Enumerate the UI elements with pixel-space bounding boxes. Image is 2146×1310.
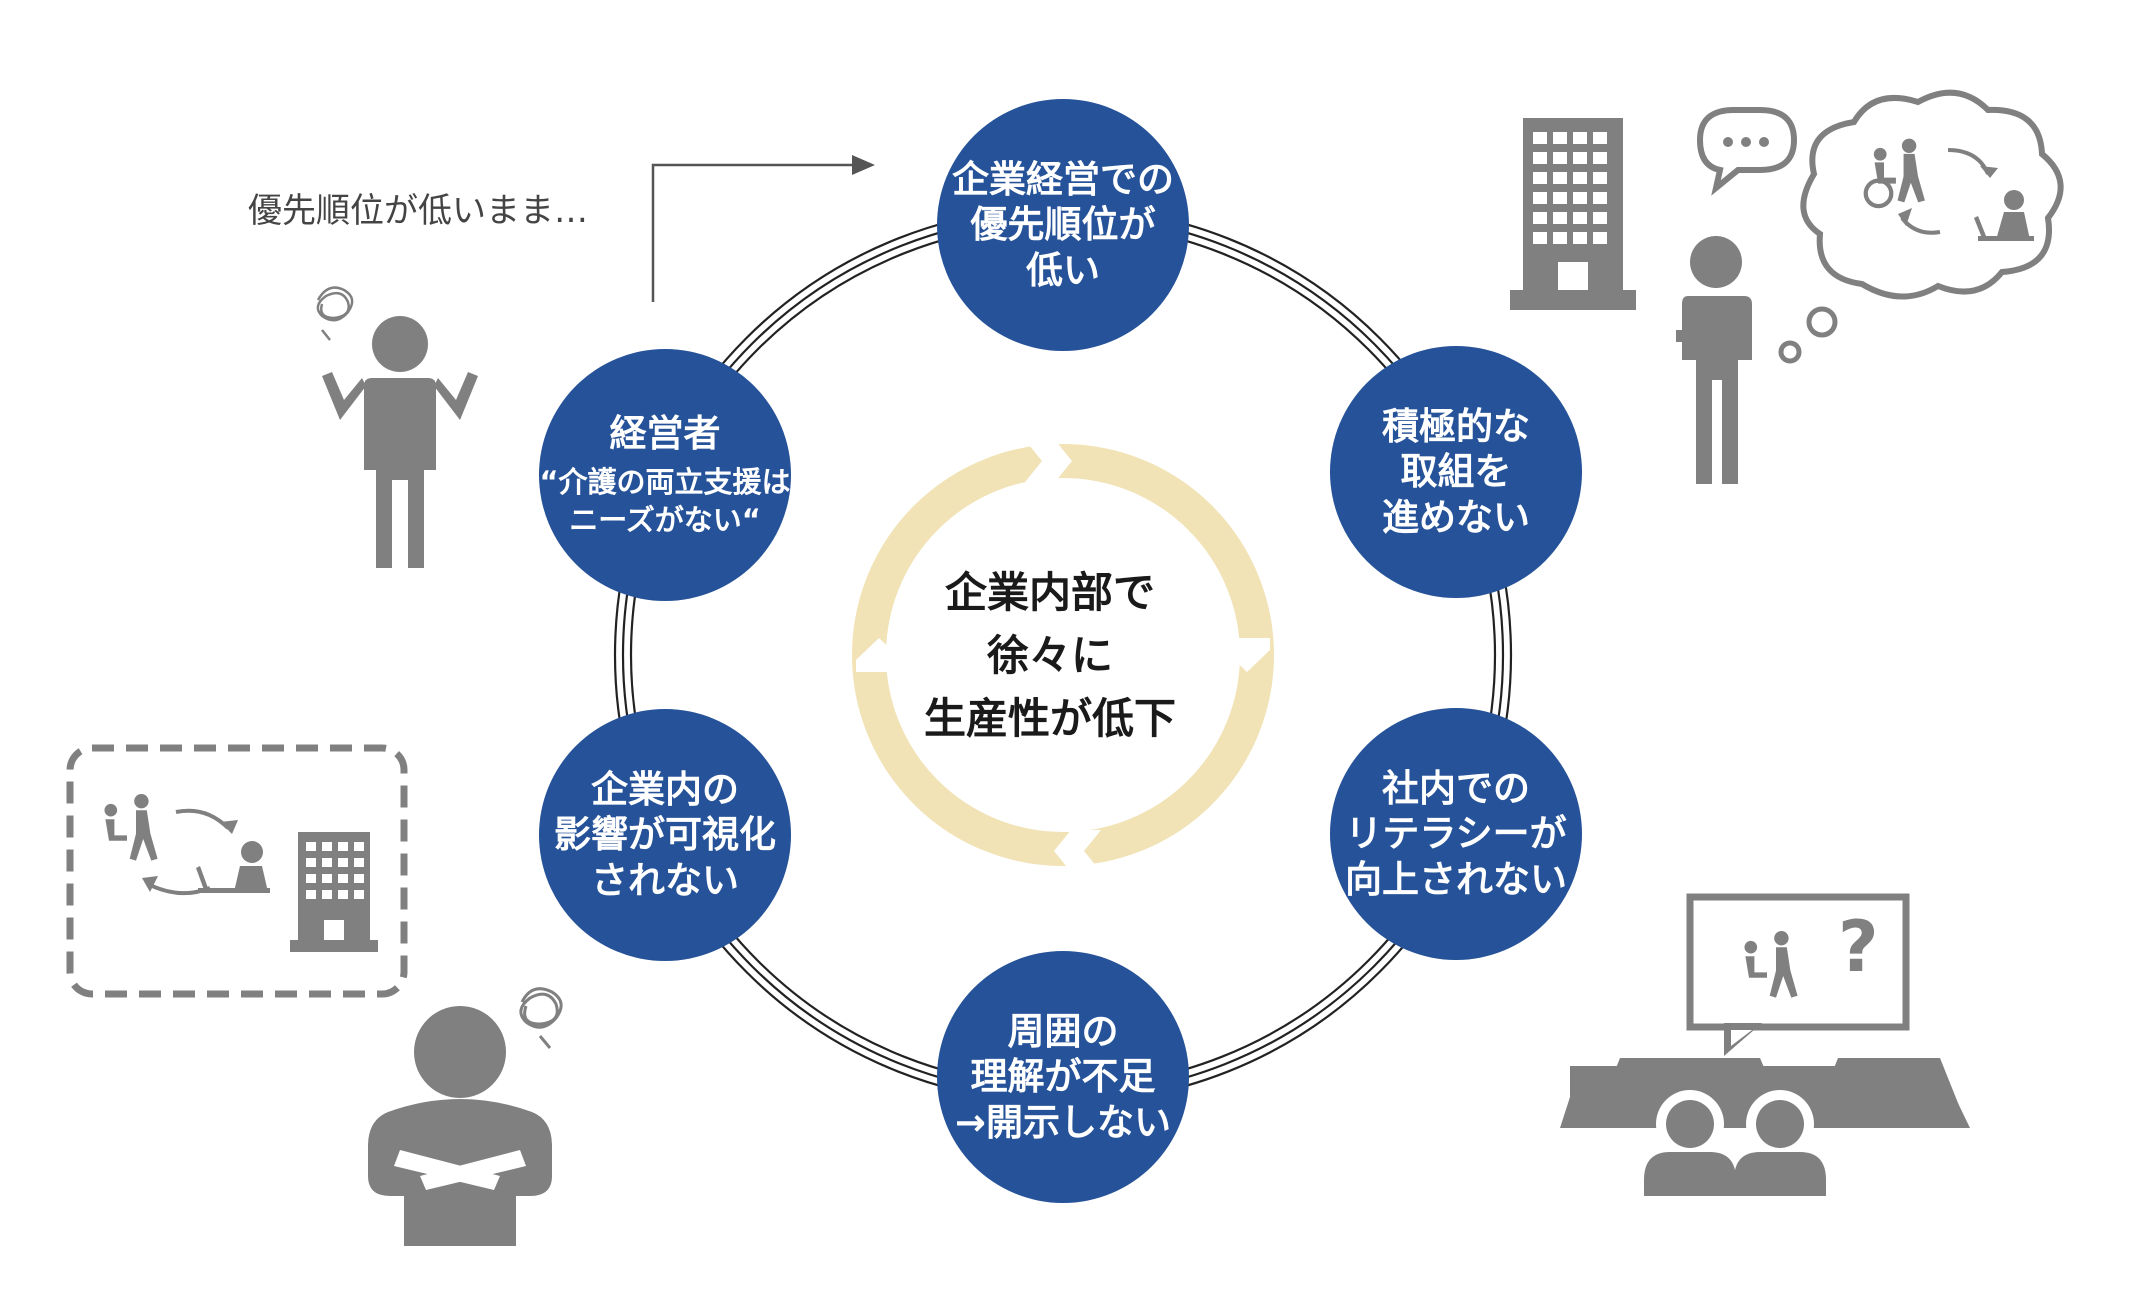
node-line: 取組を bbox=[1400, 450, 1512, 494]
center-line-3: 生産性が低下 bbox=[923, 693, 1176, 743]
center-text: 企業内部で 徐々に 生産性が低下 bbox=[900, 550, 1200, 760]
node-top-right: 積極的な 取組を 進めない bbox=[1330, 346, 1582, 598]
question-mark: ? bbox=[1838, 906, 1879, 988]
office-building-icon bbox=[1510, 118, 1636, 310]
node-bottom: 周囲の 理解が不足 →開示しない bbox=[937, 951, 1189, 1203]
presentation-screen bbox=[1686, 893, 1910, 1056]
priority-arrow bbox=[651, 155, 875, 302]
node-line: 影響が可視化 bbox=[554, 813, 776, 857]
thinking-person-icon bbox=[1676, 236, 1752, 484]
node-line: 積極的な bbox=[1382, 405, 1530, 449]
node-circle-top-left bbox=[539, 349, 791, 601]
node-line: されない bbox=[591, 858, 739, 902]
office-building-icon bbox=[290, 832, 378, 952]
node-line: 進めない bbox=[1382, 495, 1530, 539]
audience-icon bbox=[1560, 1058, 1970, 1196]
cycle-ring bbox=[852, 440, 1274, 872]
node-circle-top bbox=[937, 99, 1189, 351]
person-shrug-icon bbox=[322, 316, 478, 568]
node-circle-bottom-right bbox=[1330, 708, 1582, 960]
caregiving-icon bbox=[95, 794, 158, 866]
node-line: 周囲の bbox=[1007, 1010, 1119, 1054]
node-line: 企業内の bbox=[591, 768, 739, 812]
node-line: 社内での bbox=[1382, 767, 1530, 811]
node-line: リテラシーが bbox=[1345, 812, 1567, 856]
node-circle-bottom bbox=[937, 951, 1189, 1203]
node-top-left: 経営者 “介護の両立支援は ニーズがない“ bbox=[539, 349, 791, 601]
node-line: →開示しない bbox=[954, 1100, 1171, 1144]
node-title: 経営者 bbox=[609, 411, 721, 455]
thought-cloud-icon bbox=[1778, 89, 2064, 364]
node-line: 企業経営での bbox=[952, 158, 1174, 202]
node-circle-top-right bbox=[1330, 346, 1582, 598]
node-circle-bottom-left bbox=[539, 709, 791, 961]
node-bottom-right: 社内での リテラシーが 向上されない bbox=[1330, 708, 1582, 960]
node-quote-line: “介護の両立支援は bbox=[539, 464, 791, 499]
center-line-1: 企業内部で bbox=[944, 567, 1155, 617]
node-line: 低い bbox=[1026, 248, 1100, 292]
node-top: 企業経営での 優先順位が 低い bbox=[937, 99, 1189, 351]
speech-bubble-icon bbox=[1696, 107, 1798, 196]
center-line-2: 徐々に bbox=[986, 630, 1113, 680]
confused-scribble-icon bbox=[316, 286, 354, 341]
arms-crossed-person-icon bbox=[368, 1006, 552, 1246]
node-quote-line: ニーズがない“ bbox=[569, 502, 761, 537]
priority-note: 優先順位が低いまま… bbox=[248, 191, 588, 231]
confused-scribble-icon bbox=[519, 987, 563, 1049]
dashed-box bbox=[66, 744, 408, 998]
node-line: 優先順位が bbox=[970, 203, 1156, 247]
node-line: 向上されない bbox=[1345, 857, 1567, 901]
node-bottom-left: 企業内の 影響が可視化 されない bbox=[539, 709, 791, 961]
node-line: 理解が不足 bbox=[970, 1055, 1156, 1099]
node-circles bbox=[539, 99, 1582, 1203]
